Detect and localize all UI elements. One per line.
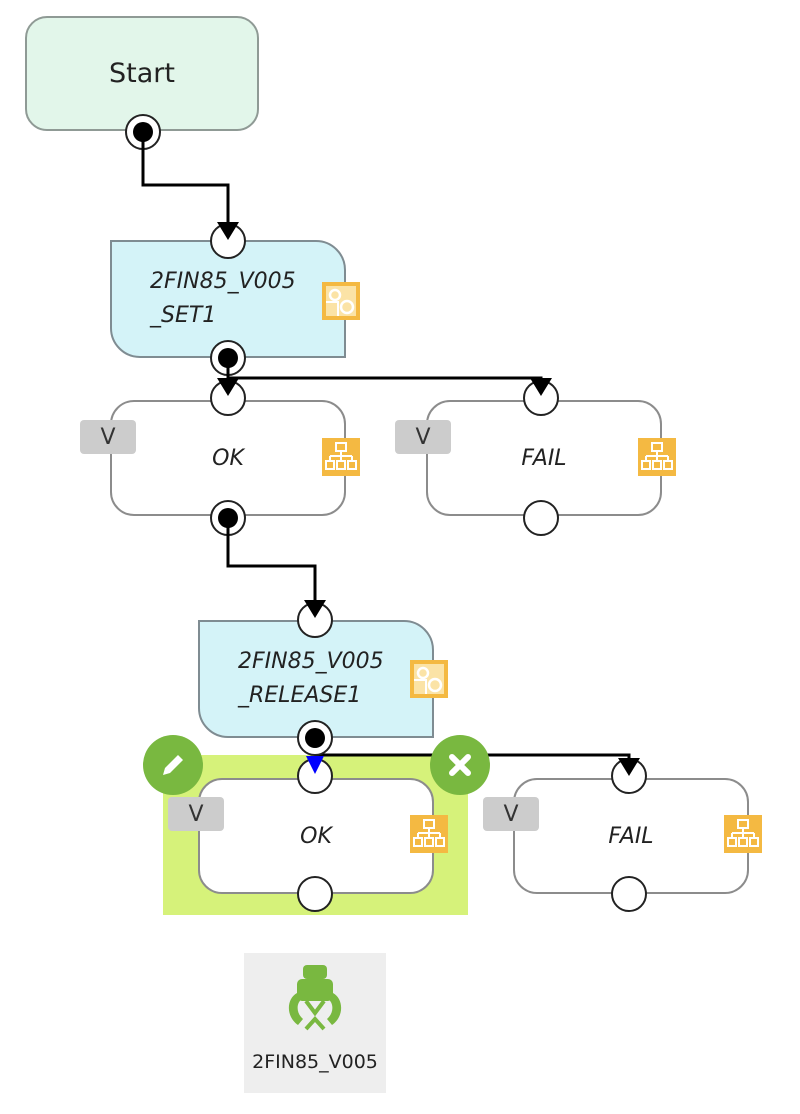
outcome-label: OK — [300, 823, 332, 849]
palette-item-label: 2FIN85_V005 — [252, 1051, 378, 1073]
input-port[interactable] — [611, 758, 647, 794]
variable-badge[interactable]: V — [483, 797, 539, 831]
action-name-line2: _RELEASE1 — [238, 683, 362, 708]
outcome-label: FAIL — [608, 823, 654, 849]
gear-tile-icon — [410, 660, 448, 698]
variable-badge[interactable]: V — [395, 420, 451, 454]
gripper-icon — [288, 965, 342, 1031]
gear-tile-icon — [322, 282, 360, 320]
hierarchy-tile-icon — [724, 815, 762, 853]
close-icon — [449, 754, 471, 776]
wire-set1-to-fail — [228, 376, 543, 380]
edit-button[interactable] — [143, 735, 203, 795]
start-label: Start — [109, 58, 175, 89]
variable-badge[interactable]: V — [168, 797, 224, 831]
palette-item-gripper[interactable]: 2FIN85_V005 — [244, 953, 386, 1093]
outcome-label: OK — [212, 445, 244, 471]
action-name-line1: 2FIN85_V005 — [238, 649, 384, 674]
output-port[interactable] — [611, 876, 647, 912]
hierarchy-tile-icon — [322, 438, 360, 476]
output-port[interactable] — [297, 720, 333, 756]
input-port[interactable] — [210, 223, 246, 259]
action-name-line2: _SET1 — [150, 303, 217, 328]
output-port[interactable] — [523, 500, 559, 536]
delete-button[interactable] — [430, 735, 490, 795]
pencil-icon — [163, 755, 183, 775]
output-port[interactable] — [210, 340, 246, 376]
output-port[interactable] — [297, 876, 333, 912]
hierarchy-tile-icon — [638, 438, 676, 476]
variable-badge[interactable]: V — [80, 420, 136, 454]
output-port[interactable] — [125, 114, 161, 150]
hierarchy-tile-icon — [410, 815, 448, 853]
outcome-node-fail[interactable]: FAIL — [513, 778, 749, 894]
outcome-label: FAIL — [521, 445, 567, 471]
input-port[interactable] — [297, 602, 333, 638]
output-port[interactable] — [210, 500, 246, 536]
input-port[interactable] — [297, 758, 333, 794]
action-name-line1: 2FIN85_V005 — [150, 269, 296, 294]
action-node-set1[interactable]: 2FIN85_V005 _SET1 — [110, 240, 346, 358]
outcome-node-ok[interactable]: OK — [110, 400, 346, 516]
input-port[interactable] — [523, 380, 559, 416]
outcome-node-ok-selected[interactable]: OK — [198, 778, 434, 894]
input-port[interactable] — [210, 380, 246, 416]
outcome-node-fail[interactable]: FAIL — [426, 400, 662, 516]
